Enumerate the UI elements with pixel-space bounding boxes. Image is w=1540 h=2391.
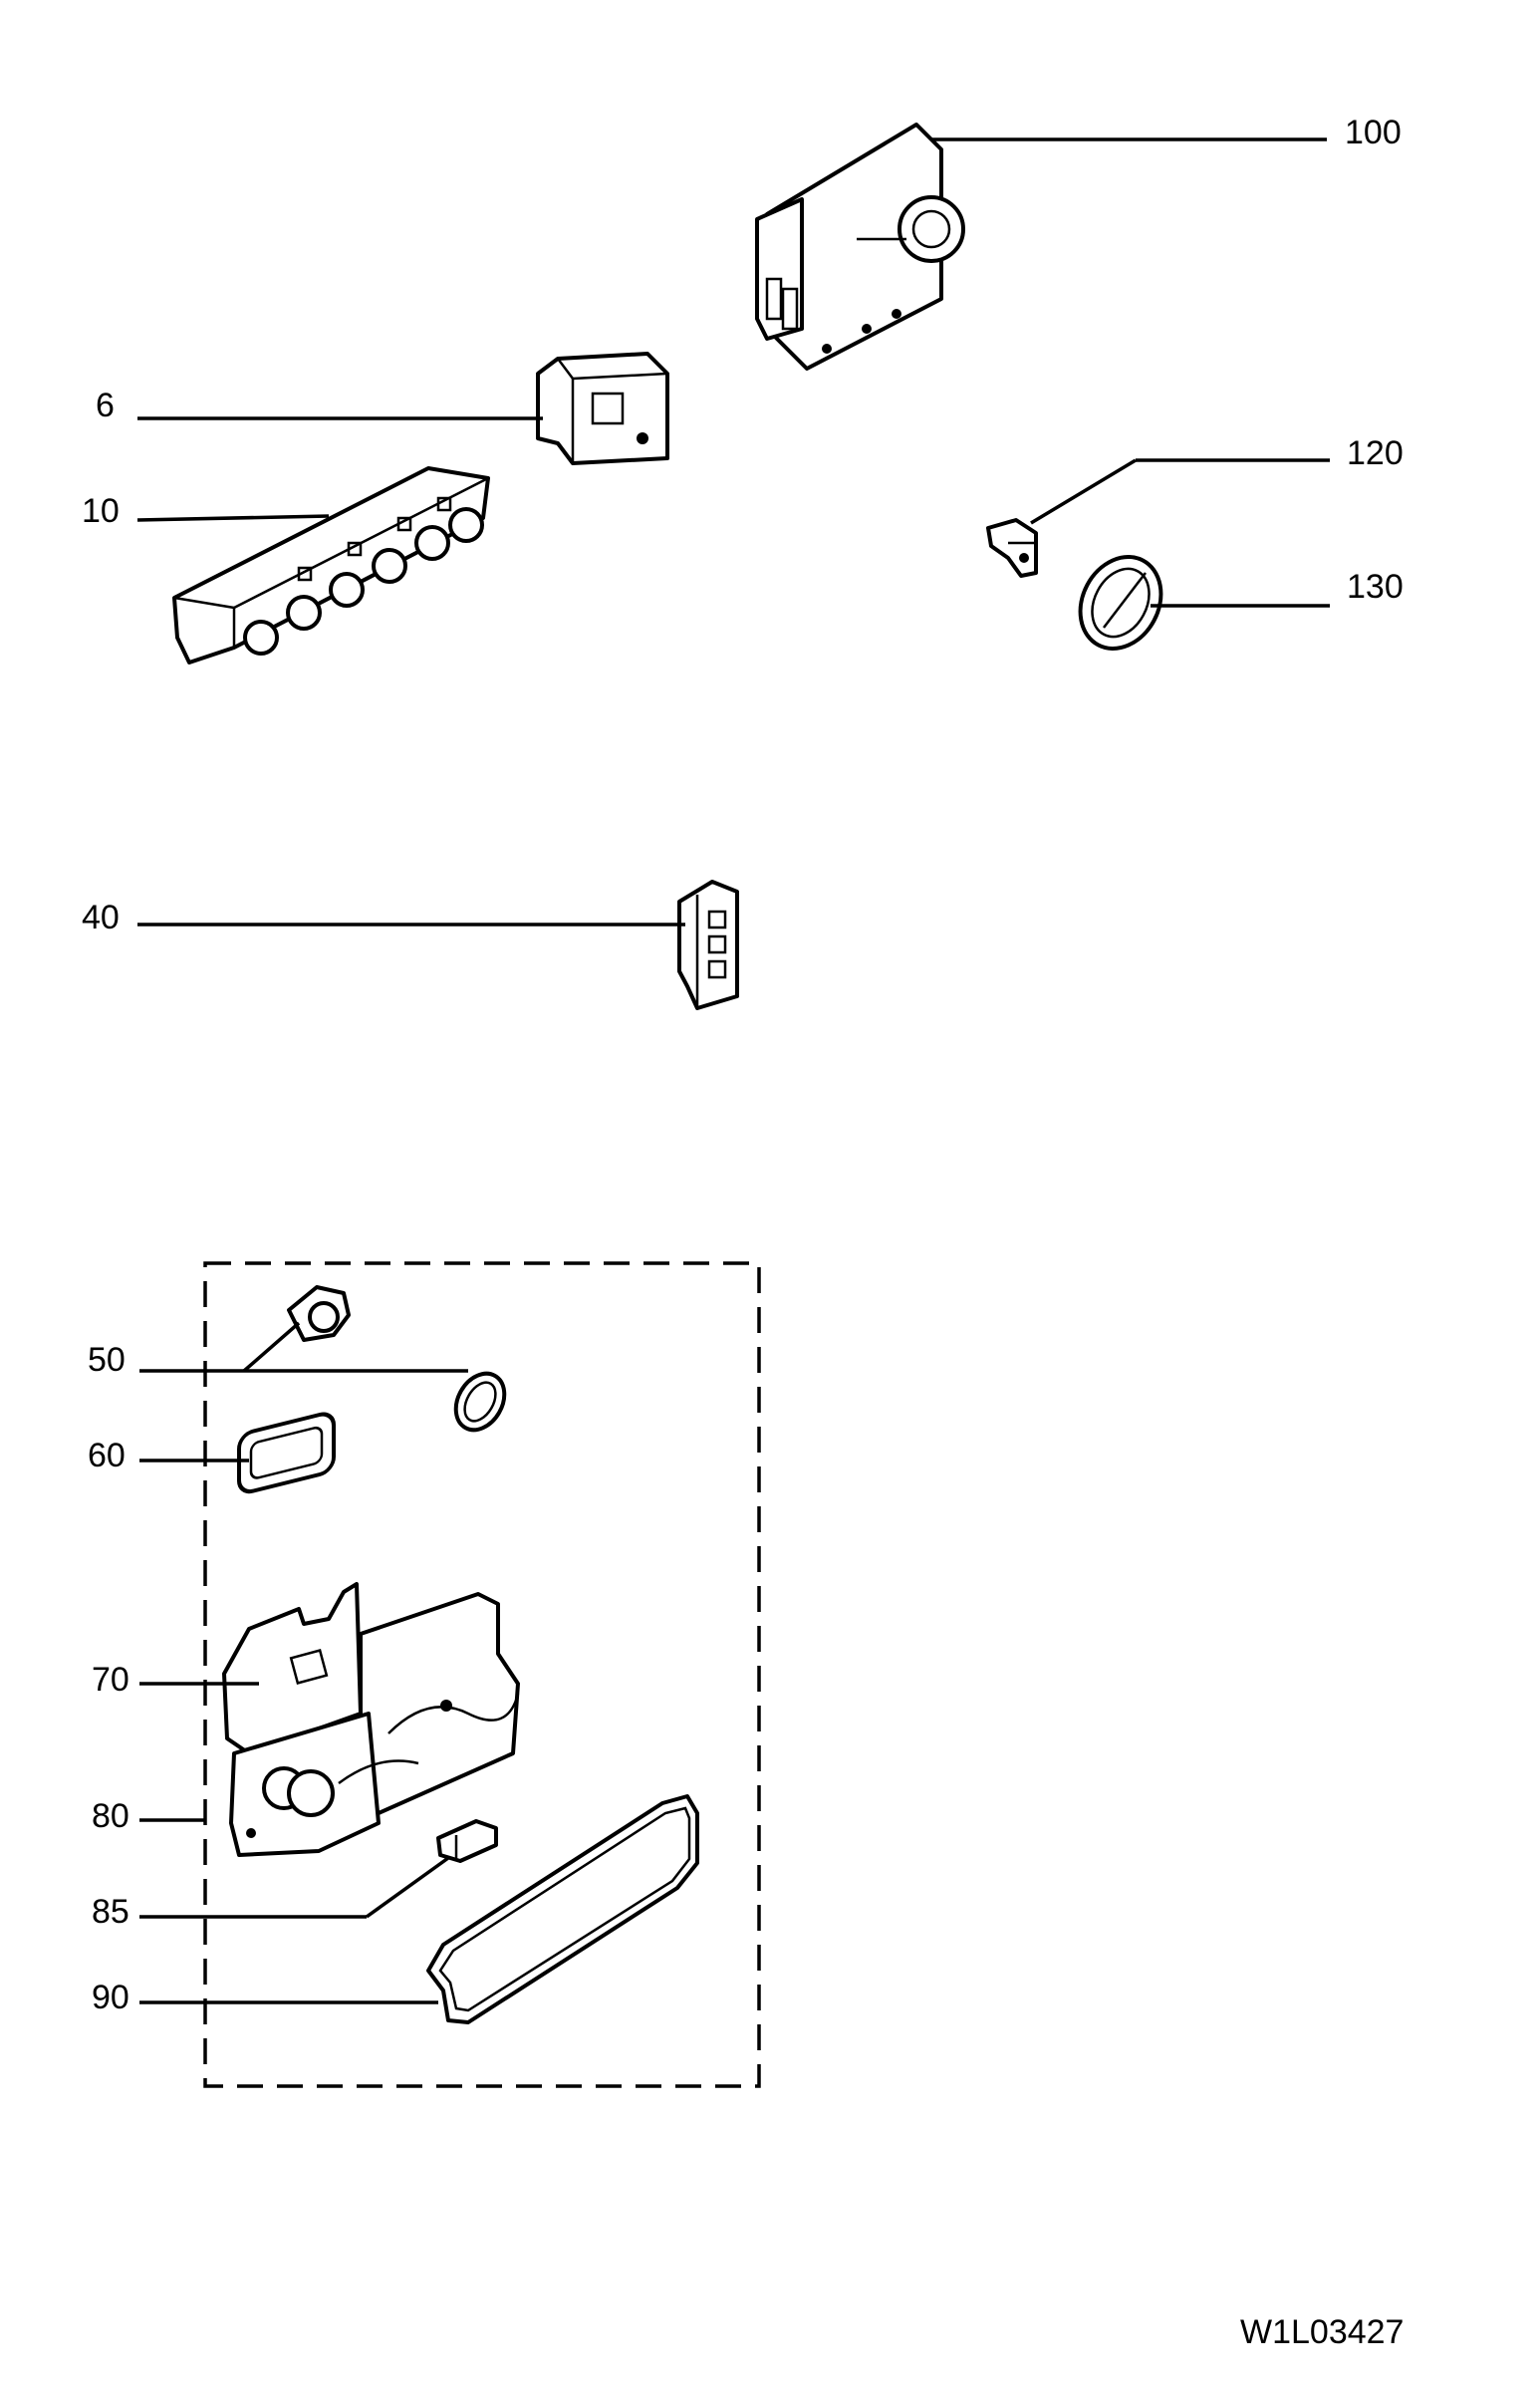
- part-130-knob: [1078, 555, 1163, 651]
- callout-60: 60: [88, 1437, 126, 1474]
- callout-50: 50: [88, 1341, 126, 1379]
- kit-80-dashed-box: [203, 1261, 761, 2088]
- callout-100: 100: [1345, 114, 1402, 151]
- callout-10: 10: [82, 492, 120, 530]
- part-40-connector: [677, 880, 739, 1010]
- part-50-bolt-and-ring: [287, 1285, 507, 1433]
- callout-120: 120: [1347, 434, 1404, 472]
- part-60-gasket: [237, 1412, 336, 1494]
- part-100-timer: [755, 123, 965, 371]
- part-70-dispenser-assembly: [222, 1582, 520, 1857]
- part-90-seal: [426, 1794, 699, 2024]
- part-10-button-bank: [172, 466, 490, 664]
- callout-6: 6: [96, 387, 115, 424]
- callout-40: 40: [82, 899, 120, 936]
- drawing-code: W1L03427: [1240, 2313, 1404, 2351]
- leader-50-b: [242, 1321, 301, 1373]
- part-85-latch: [436, 1819, 498, 1863]
- part-120-clip: [986, 518, 1038, 578]
- leader-10: [136, 514, 330, 522]
- callout-90: 90: [92, 1979, 129, 2016]
- callout-70: 70: [92, 1661, 129, 1699]
- callout-130: 130: [1347, 568, 1404, 606]
- leader-85-b: [365, 1856, 450, 1919]
- callout-80: 80: [92, 1797, 129, 1835]
- part-6-switch: [536, 352, 669, 465]
- callout-85: 85: [92, 1893, 129, 1931]
- leader-120: [1030, 458, 1137, 525]
